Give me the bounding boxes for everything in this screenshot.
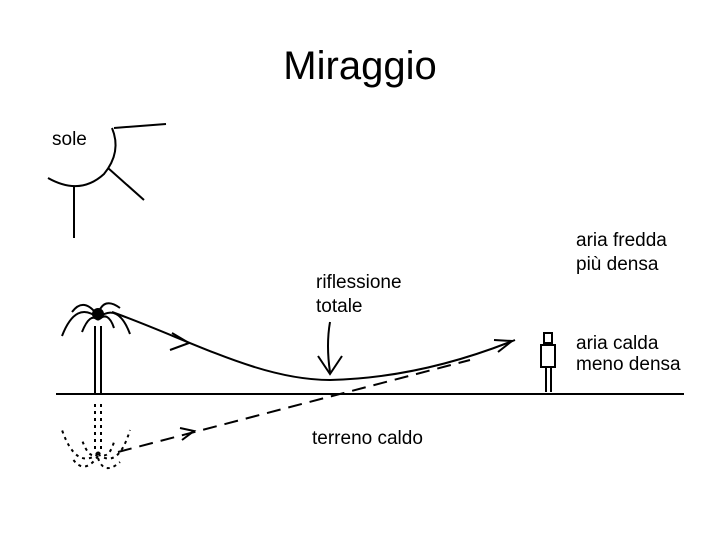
- cold-air-label-line2: più densa: [576, 254, 659, 275]
- ground-label: terreno caldo: [312, 428, 423, 449]
- warm-air-label-line1: aria calda: [576, 333, 659, 354]
- sun-label: sole: [52, 129, 87, 150]
- cold-air-label-line1: aria fredda: [576, 230, 667, 251]
- reflection-pointer-arrow: [317, 321, 343, 376]
- diagram-title: Miraggio: [283, 44, 437, 88]
- refracted-ray: [111, 311, 516, 382]
- apparent-ray: [117, 359, 471, 453]
- sun-icon: [47, 123, 167, 238]
- warm-air-label-line2: meno densa: [576, 354, 681, 375]
- palm-tree-icon: [61, 302, 131, 394]
- observer-icon: [540, 332, 556, 392]
- reflection-label-line2: totale: [316, 296, 363, 317]
- reflection-label-line1: riflessione: [316, 272, 402, 293]
- palm-reflection-icon: [61, 404, 131, 469]
